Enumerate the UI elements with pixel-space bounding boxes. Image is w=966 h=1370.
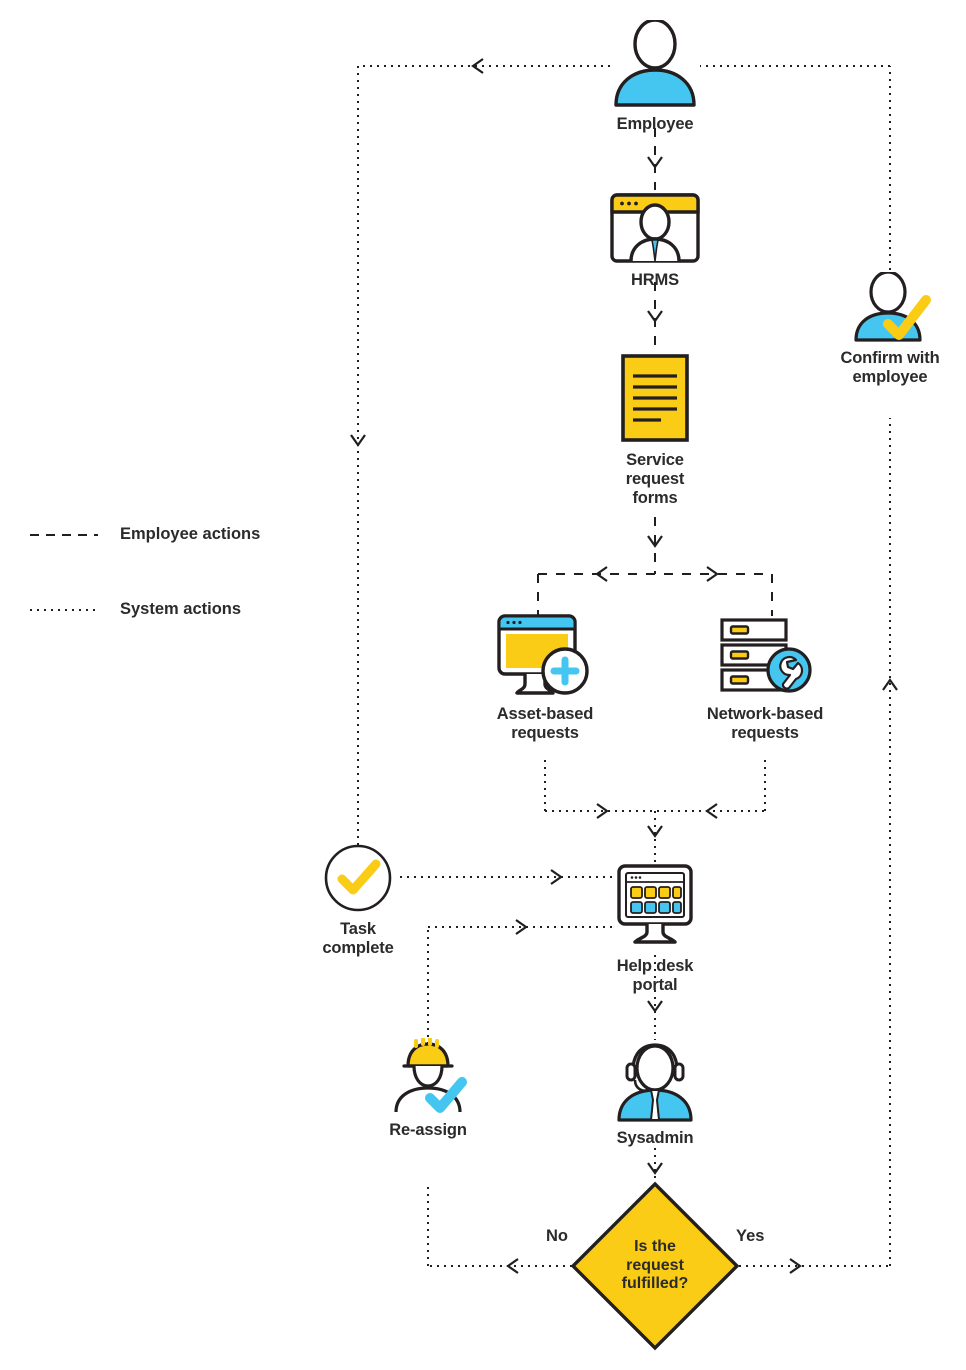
- node-label-network-based-requests: Network-based requests: [706, 705, 824, 743]
- person-check-icon: [854, 272, 931, 342]
- dotted-line-icon: [30, 608, 98, 611]
- node-help-desk-portal[interactable]: Help desk portal: [585, 862, 725, 995]
- node-task-complete[interactable]: Task complete: [288, 843, 428, 958]
- monitor-plus-icon: [497, 614, 589, 695]
- decision-line-3: fulfilled?: [621, 1275, 689, 1293]
- node-service-request-forms[interactable]: Service request forms: [585, 352, 725, 508]
- node-re-assign[interactable]: Re-assign: [358, 1038, 498, 1140]
- decision-line-1: Is the: [634, 1237, 676, 1255]
- node-confirm-with-employee[interactable]: Confirm with employee: [815, 272, 965, 387]
- decision-line-2: request: [626, 1256, 684, 1274]
- node-network-based-requests[interactable]: Network-based requests: [685, 612, 845, 743]
- legend-item-system-actions: System actions: [30, 600, 241, 619]
- node-label-hrms: HRMS: [631, 271, 679, 289]
- hardhat-person-check-icon: [394, 1038, 467, 1113]
- node-label-asset-based-requests: Asset-based requests: [496, 705, 594, 743]
- node-label-re-assign: Re-assign: [389, 1121, 467, 1139]
- help-desk-monitor-icon: [617, 864, 693, 944]
- hrms-window-person-icon: [610, 193, 700, 263]
- legend-item-employee-actions: Employee actions: [30, 525, 260, 544]
- label-line-1: Service request forms: [625, 451, 685, 508]
- branch-label-no: No: [546, 1227, 568, 1245]
- branch-label-yes: Yes: [736, 1227, 765, 1245]
- service-request-form-icon: [621, 354, 689, 442]
- dashed-line-icon: [30, 533, 98, 536]
- employee-person-icon: [614, 20, 696, 107]
- server-wrench-icon: [720, 618, 812, 693]
- node-employee[interactable]: Employee: [585, 20, 725, 134]
- decision-text: Is the request fulfilled?: [568, 1179, 742, 1353]
- node-asset-based-requests[interactable]: Asset-based requests: [465, 612, 625, 743]
- node-label-confirm-with-employee: Confirm with employee: [840, 349, 940, 387]
- check-circle-icon: [324, 844, 392, 912]
- headset-person-icon: [617, 1043, 693, 1122]
- node-label-help-desk-portal: Help desk portal: [616, 957, 694, 995]
- diamond-shape-icon: [570, 1181, 740, 1351]
- node-label-sysadmin: Sysadmin: [616, 1129, 694, 1147]
- decision-is-request-fulfilled[interactable]: Is the request fulfilled?: [568, 1179, 742, 1353]
- node-label-employee: Employee: [616, 115, 694, 133]
- node-sysadmin[interactable]: Sysadmin: [585, 1042, 725, 1148]
- node-hrms[interactable]: HRMS: [585, 192, 725, 290]
- legend-label-employee-actions: Employee actions: [120, 525, 261, 543]
- node-label-service-request-forms: Service request forms: [585, 451, 725, 508]
- node-label-task-complete: Task complete: [322, 920, 394, 958]
- legend-label-system-actions: System actions: [120, 600, 242, 618]
